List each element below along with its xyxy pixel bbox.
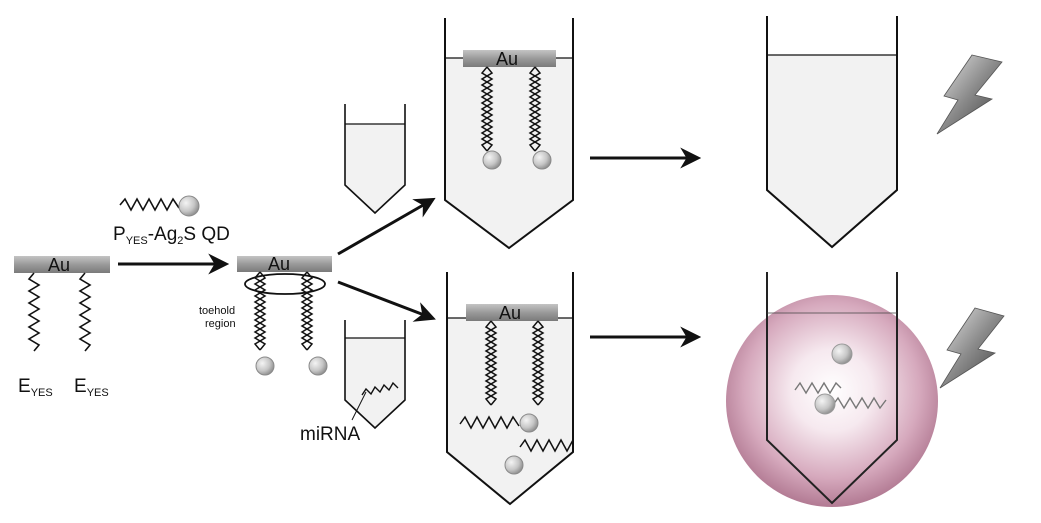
buffer-tube-small bbox=[344, 104, 406, 215]
tube-outline bbox=[766, 272, 898, 505]
electrode-hybridized: Au toehold region bbox=[199, 254, 332, 376]
free-strand-1 bbox=[794, 381, 842, 395]
toehold-label-line2: region bbox=[205, 318, 236, 330]
released-strand-2 bbox=[519, 438, 574, 453]
qd-right bbox=[532, 150, 552, 170]
e-yes-strand-left bbox=[27, 272, 41, 352]
free-qd-2 bbox=[814, 393, 836, 415]
result-tube-signal bbox=[726, 272, 938, 507]
duplex-right-b bbox=[528, 66, 542, 152]
e-yes-strand-right bbox=[78, 272, 92, 352]
free-strand-2 bbox=[832, 396, 887, 410]
tube-outline bbox=[444, 18, 574, 250]
mirna-label: miRNA bbox=[300, 424, 360, 445]
lightning-bolt-top-icon bbox=[936, 54, 1003, 135]
duplex-left-a bbox=[484, 320, 498, 406]
duplex-right-a bbox=[528, 66, 542, 152]
duplex-left-a bbox=[480, 66, 494, 152]
arrow-to-buffer bbox=[337, 197, 436, 256]
released-qd-1 bbox=[519, 413, 539, 433]
probe-qd bbox=[178, 195, 200, 217]
au-label: Au bbox=[268, 254, 290, 274]
tube-fill bbox=[345, 338, 405, 428]
mirna-pointer bbox=[351, 391, 367, 421]
tube-outline bbox=[344, 320, 406, 430]
duplex-left-b bbox=[480, 66, 494, 152]
tube-outline bbox=[344, 104, 406, 215]
duplex-right-b bbox=[531, 320, 545, 406]
au-label: Au bbox=[499, 303, 521, 323]
duplex-left-b bbox=[484, 320, 498, 406]
au-bar bbox=[463, 50, 556, 67]
electrode-initial: Au EYES EYES bbox=[14, 255, 110, 399]
au-bar bbox=[466, 304, 558, 321]
probe-legend: PYES-Ag2S QD bbox=[113, 195, 230, 247]
arrow-to-mirna bbox=[337, 280, 436, 322]
mirna-tube-small: miRNA bbox=[300, 320, 406, 445]
lightning-bolt-bottom-icon bbox=[939, 307, 1005, 389]
duplex-left-b bbox=[253, 271, 267, 351]
result-tube-no-signal bbox=[766, 16, 898, 249]
tube-outline bbox=[766, 16, 898, 249]
qd-left bbox=[255, 356, 275, 376]
au-bar bbox=[14, 256, 110, 273]
toehold-label-line1: toehold bbox=[199, 305, 235, 317]
toehold-ellipse bbox=[244, 273, 326, 295]
released-qd-2 bbox=[504, 455, 524, 475]
probe-label: PYES-Ag2S QD bbox=[113, 224, 230, 247]
released-strand-1 bbox=[459, 415, 520, 430]
tube-fill bbox=[345, 124, 405, 213]
tube-fill bbox=[445, 58, 573, 248]
tube-top-bound: Au bbox=[444, 18, 574, 250]
au-label: Au bbox=[496, 49, 518, 69]
mirna-strand bbox=[361, 381, 399, 396]
au-bar bbox=[237, 256, 332, 272]
free-qd-1 bbox=[831, 343, 853, 365]
e-yes-label-left: EYES bbox=[18, 376, 53, 399]
e-yes-label-right: EYES bbox=[74, 376, 109, 399]
tube-outline bbox=[446, 272, 574, 506]
duplex-right-b bbox=[300, 271, 314, 351]
duplex-right-a bbox=[531, 320, 545, 406]
au-label: Au bbox=[48, 255, 70, 275]
tube-fill bbox=[767, 55, 897, 247]
qd-right bbox=[308, 356, 328, 376]
tube-bottom-released: Au bbox=[446, 272, 574, 506]
tube-fill bbox=[447, 318, 573, 504]
probe-strand bbox=[119, 197, 180, 212]
qd-left bbox=[482, 150, 502, 170]
